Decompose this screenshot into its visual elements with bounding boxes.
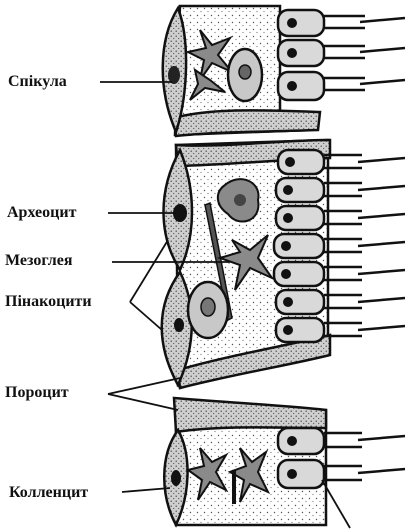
choanocytes-middle: [274, 150, 324, 342]
top-segment: [163, 6, 405, 136]
flagella-bottom: [324, 433, 405, 480]
leader-pinacocytes-1: [130, 240, 168, 302]
leader-porocyte-1: [108, 378, 180, 394]
leader-collencyte: [122, 488, 170, 492]
choanocyte: [278, 10, 324, 36]
choanocyte: [278, 72, 324, 100]
pinacocyte-band-top: [174, 110, 320, 136]
choanocyte: [278, 428, 324, 454]
flagella-middle: [324, 155, 405, 336]
flagella-top: [324, 16, 405, 90]
leader-porocyte-2: [108, 394, 178, 410]
middle-segment: [162, 140, 405, 388]
bottom-segment: [164, 398, 405, 525]
nucleus: [171, 470, 181, 486]
choanocyte: [278, 460, 324, 488]
nucleus: [174, 318, 184, 332]
choanocyte: [278, 40, 324, 66]
spicule-bottom: [232, 470, 236, 504]
leader-pinacocytes-2: [130, 302, 162, 330]
